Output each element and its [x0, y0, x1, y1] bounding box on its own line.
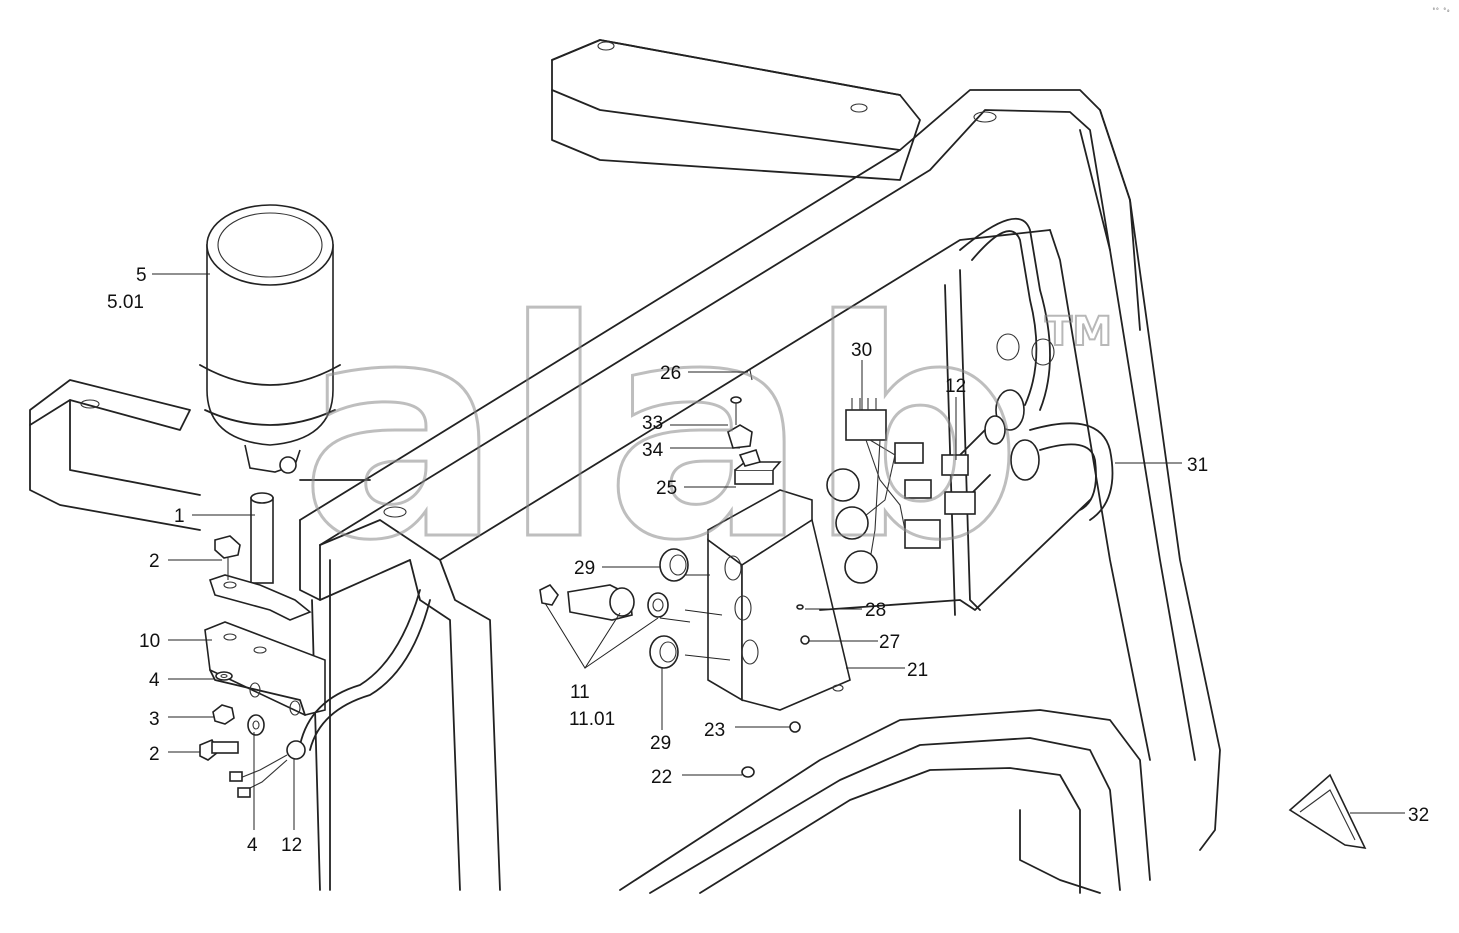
- cab-frame-left-beam: [29, 379, 371, 531]
- lamp-post-bracket: [208, 492, 312, 621]
- leader-lines: [152, 273, 1405, 830]
- cab-frame-right-pillar: [944, 109, 1221, 851]
- callout-12-left: 12: [281, 835, 302, 856]
- callout-27: 27: [879, 632, 900, 653]
- callout-5-01: 5.01: [107, 292, 144, 313]
- socket-plug-assembly: [539, 583, 669, 621]
- callout-2-lower: 2: [149, 744, 160, 765]
- cab-frame-bottom-beam: [619, 709, 1151, 894]
- break-line: [819, 499, 1091, 611]
- cab-frame-left-pillar: [311, 559, 501, 891]
- bolt-lower: [199, 738, 239, 761]
- corner-mark: ⁰⁰ ⁰₀: [1432, 7, 1450, 14]
- callout-29-upper: 29: [574, 558, 595, 579]
- cab-frame-rear-beam: [551, 39, 921, 181]
- callout-3: 3: [149, 709, 160, 730]
- nut-27: [800, 635, 810, 645]
- mounting-bracket: [204, 621, 326, 716]
- callout-32: 32: [1408, 805, 1429, 826]
- switch-housing: [707, 489, 851, 711]
- callout-34: 34: [642, 440, 664, 461]
- callout-28: 28: [865, 600, 886, 621]
- washer-23: [789, 721, 801, 733]
- nut: [212, 704, 235, 725]
- callout-4-lower: 4: [247, 835, 258, 856]
- bolt-top: [214, 535, 241, 580]
- washer-lower: [247, 714, 265, 736]
- callout-11-01: 11.01: [569, 709, 615, 730]
- callout-1: 1: [174, 506, 185, 527]
- switch-module: [727, 369, 782, 485]
- watermark-trademark: TM: [1045, 309, 1112, 355]
- callout-12-right: 12: [945, 376, 966, 397]
- callout-31: 31: [1187, 455, 1208, 476]
- watermark-logo: alab: [300, 257, 1022, 606]
- cable-harness-right: [941, 217, 1114, 521]
- callout-25: 25: [656, 478, 677, 499]
- callout-5: 5: [136, 265, 147, 286]
- beacon-lamp: [199, 204, 341, 474]
- washer-28: [796, 604, 804, 610]
- callout-21: 21: [907, 660, 928, 681]
- callout-23: 23: [704, 720, 725, 741]
- callout-labels: 5 5.01 1 2 10 4 3 2 4 12 26 33 34 25 29 …: [107, 265, 1429, 856]
- grommet-upper: [659, 548, 689, 582]
- washer-upper: [215, 671, 233, 681]
- callout-22: 22: [651, 767, 672, 788]
- callout-2-upper: 2: [149, 551, 160, 572]
- callout-4-upper: 4: [149, 670, 160, 691]
- cable-harness-left: [229, 589, 431, 798]
- connector-bundle: [826, 398, 941, 584]
- callout-30: 30: [851, 340, 872, 361]
- grommet-lower: [649, 635, 679, 669]
- callout-10: 10: [139, 631, 160, 652]
- screw-22: [741, 766, 755, 778]
- callout-29-lower: 29: [650, 733, 671, 754]
- warning-sign-triangle: [1288, 773, 1367, 850]
- callout-33: 33: [642, 413, 663, 434]
- callout-26: 26: [660, 363, 681, 384]
- callout-11: 11: [570, 682, 590, 703]
